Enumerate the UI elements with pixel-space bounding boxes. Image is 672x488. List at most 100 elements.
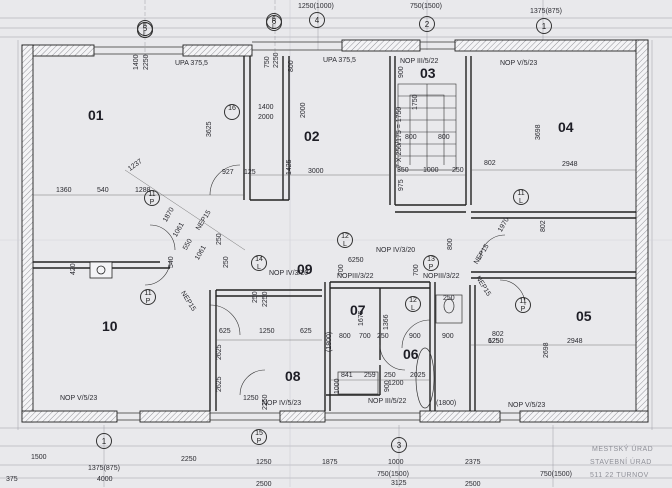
dimension: 1000 [388,459,404,466]
dimension: 1000 [423,167,439,174]
dimension: 1500 [31,454,47,461]
opening-tag: 16 [224,104,240,120]
dimension: 540 [97,187,109,194]
annotation: NOP IV/3/20 [269,270,309,277]
dimension: 2250 [143,54,150,70]
dimension: 2948 [567,338,583,345]
annotation: NOP V/5/23 [508,402,546,409]
dimension: 700 [359,333,371,340]
dimension: 975 [398,179,405,191]
dimension: 2250 [181,456,197,463]
dimension: 2250 [262,291,269,307]
dimension: 1400 [258,104,274,111]
room-02: 02 [304,128,320,144]
dimension: 6250 [348,257,364,264]
dimension: 800 [288,60,295,72]
bathroom-fixtures [337,294,463,409]
dimension: 625 [300,328,312,335]
dimension: 841 [341,372,353,379]
annotation: 7 X 250/175 = 1750 [396,106,403,168]
dimension: 1250(1000) [298,3,334,10]
room-08: 08 [285,368,301,384]
authority-stamp-line: 511 22 TURNOV [590,472,649,479]
openings [94,41,520,421]
annotation: UPA 375,5 [175,60,208,67]
dimension: 259 [364,372,376,379]
dimension: 250 [452,167,464,174]
room-09: 09 [297,261,313,277]
room-05: 05 [576,308,592,324]
dimension: 1400 [133,54,140,70]
annotation: (1800) [326,331,333,352]
authority-stamp-line: STAVEBNÍ ÚRAD [590,459,652,466]
dimension: 1200 [388,380,404,387]
axis-marker: 1 [96,433,112,449]
dimension: 1250 [256,459,272,466]
dimension: 1425 [286,159,293,175]
dimension: 800 [447,238,454,250]
dimension: 1875 [322,459,338,466]
dimension: 4000 [97,476,113,483]
annotation: NOP III/5/22 [400,58,439,65]
dimension: 900 [442,333,454,340]
dimension: 2250 [273,52,280,68]
dimension: 3000 [308,168,324,175]
dimension: 250 [443,295,455,302]
dimension: 1000 [334,378,341,394]
dimension: 1250 [488,338,504,345]
dimension: 2025 [410,372,426,379]
dimension: 3625 [206,121,213,137]
annotation: NOPIII/3/22 [423,273,460,280]
dimension-lines [33,169,636,381]
dimension: 900 [398,66,405,78]
dimension: 1750 [412,94,419,110]
dimension: 750(1500) [540,471,572,478]
dimension: 700 [338,264,345,276]
dimension: 1360 [56,187,72,194]
dimension: 2375 [465,459,481,466]
dimension: 2625 [216,344,223,360]
annotation: UPA 375,5 [323,57,356,64]
room-04: 04 [558,119,574,135]
staircase [397,83,457,171]
dimension: 750(1500) [377,471,409,478]
dimension: 900 [409,333,421,340]
annotation: NOP III/5/22 [368,398,407,405]
dimension: 2000 [258,114,274,121]
dimension: 420 [70,263,77,275]
dimension: 375 [6,476,18,483]
authority-stamp-line: MESTSKÝ ÚRAD [592,446,654,453]
dimension: 800 [339,333,351,340]
dimension: 2500 [465,481,481,488]
dimension: 700 [413,264,420,276]
dimension: 250 [252,291,259,303]
dimension: 2500 [256,481,272,488]
room-06: 06 [403,346,419,362]
dimension: 802 [484,160,496,167]
dimension: 540 [168,256,175,268]
annotation: NOP V/5/23 [500,60,538,67]
axis-marker: 3 [391,437,407,453]
dimension: 1375(875) [88,465,120,472]
dimension: 1366 [383,314,390,330]
room-07: 07 [350,302,366,318]
dimension: 750 [264,56,271,68]
dimension: 2000 [300,102,307,118]
dimension: 1375(875) [530,8,562,15]
dimension: 250 [223,256,230,268]
interior-walls [33,56,636,411]
dimension: 800 [405,134,417,141]
room-10: 10 [102,318,118,334]
annotation: NOP V/5/23 [60,395,98,402]
dimension: 250 [377,333,389,340]
annotation: NOP IV/5/23 [262,400,302,407]
